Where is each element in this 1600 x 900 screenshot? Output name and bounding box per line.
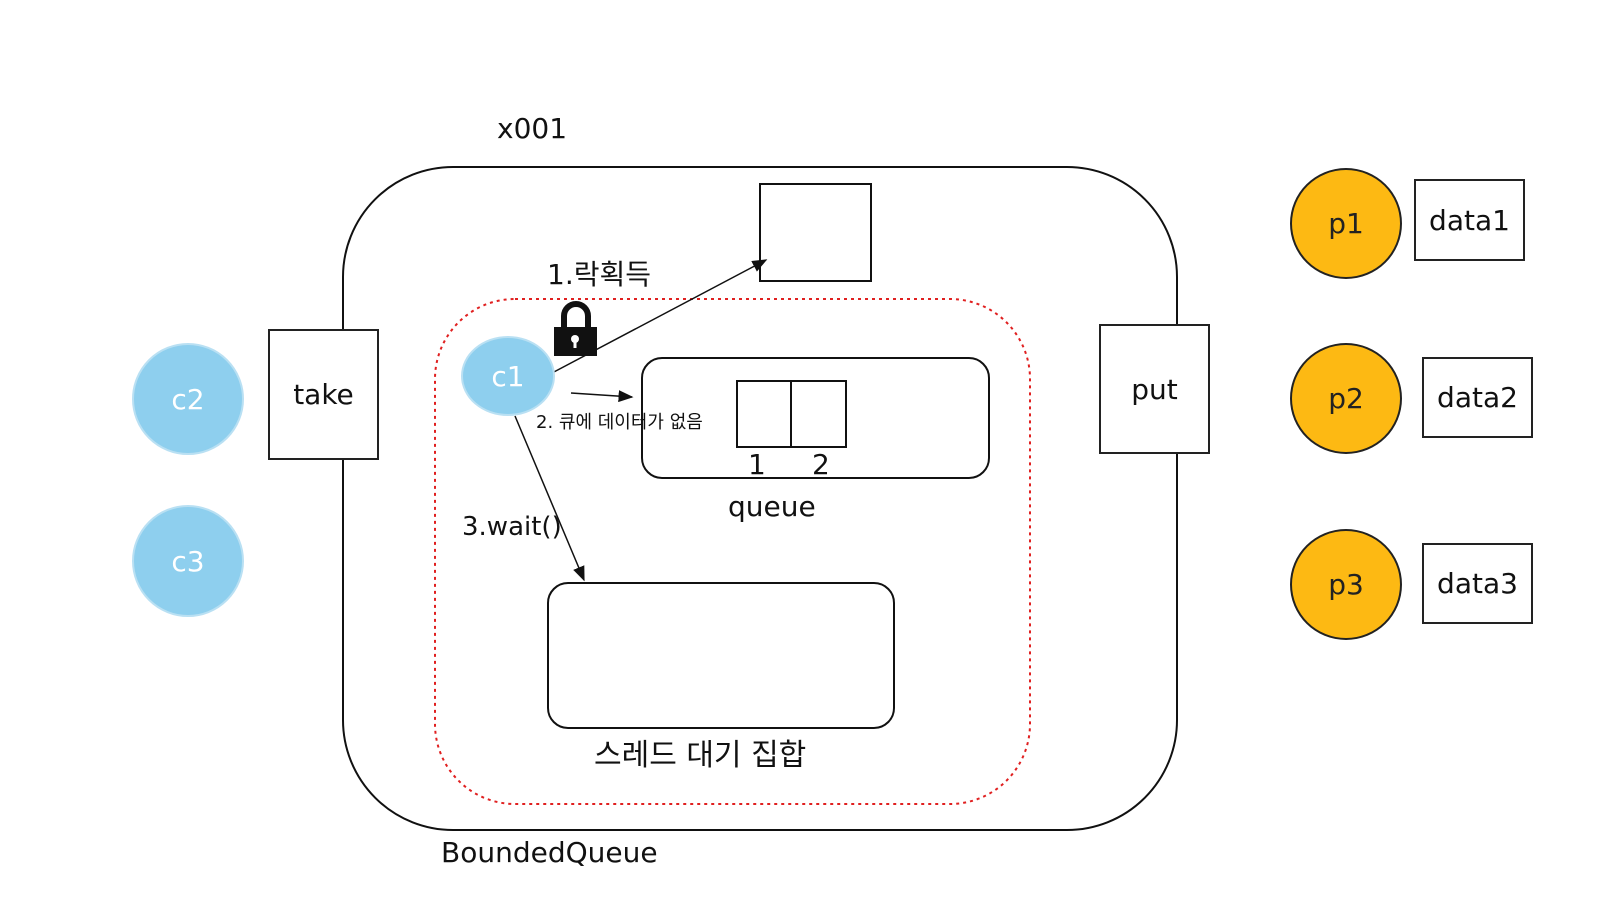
step3-wait-label: 3.wait() bbox=[462, 512, 562, 542]
take-method-box: take bbox=[268, 329, 379, 460]
consumer-c3-label: c3 bbox=[171, 544, 205, 578]
wait-set-label: 스레드 대기 집합 bbox=[594, 738, 807, 773]
object-id-label: x001 bbox=[497, 112, 568, 145]
producer-p1-data-label: data1 bbox=[1429, 203, 1510, 237]
producer-p2-data: data2 bbox=[1422, 357, 1533, 438]
producer-p3-label: p3 bbox=[1328, 568, 1364, 601]
object-name-label: BoundedQueue bbox=[441, 836, 658, 869]
consumer-c2-label: c2 bbox=[171, 382, 205, 416]
wait-set-box bbox=[547, 582, 895, 729]
take-label: take bbox=[293, 378, 354, 411]
producer-p1: p1 bbox=[1290, 168, 1402, 279]
arrow-wait bbox=[514, 415, 585, 582]
queue-slot-2 bbox=[790, 380, 847, 448]
queue-label: queue bbox=[728, 490, 816, 523]
queue-slot-2-number: 2 bbox=[812, 448, 830, 481]
put-label: put bbox=[1131, 372, 1178, 406]
producer-p3: p3 bbox=[1290, 529, 1402, 640]
producer-p2: p2 bbox=[1290, 343, 1402, 454]
consumer-c2: c2 bbox=[132, 343, 244, 455]
producer-p2-label: p2 bbox=[1328, 382, 1364, 415]
put-method-box: put bbox=[1099, 324, 1210, 454]
lock-box bbox=[759, 183, 872, 282]
arrow-check-queue bbox=[570, 390, 634, 403]
step1-acquire-lock-label: 1.락획득 bbox=[547, 258, 651, 291]
step2-queue-empty-label: 2. 큐에 데이터가 없음 bbox=[536, 412, 703, 433]
consumer-c3: c3 bbox=[132, 505, 244, 617]
consumer-c1: c1 bbox=[461, 336, 555, 416]
producer-p1-label: p1 bbox=[1328, 207, 1364, 240]
producer-p3-data: data3 bbox=[1422, 543, 1533, 624]
queue-slot-1-number: 1 bbox=[748, 448, 766, 481]
consumer-c1-label: c1 bbox=[491, 359, 525, 393]
sync-region bbox=[434, 298, 1031, 805]
producer-p3-data-label: data3 bbox=[1437, 567, 1518, 600]
lock-icon bbox=[554, 301, 597, 356]
producer-p1-data: data1 bbox=[1414, 179, 1525, 261]
producer-p2-data-label: data2 bbox=[1437, 381, 1518, 414]
queue-slot-1 bbox=[736, 380, 792, 448]
